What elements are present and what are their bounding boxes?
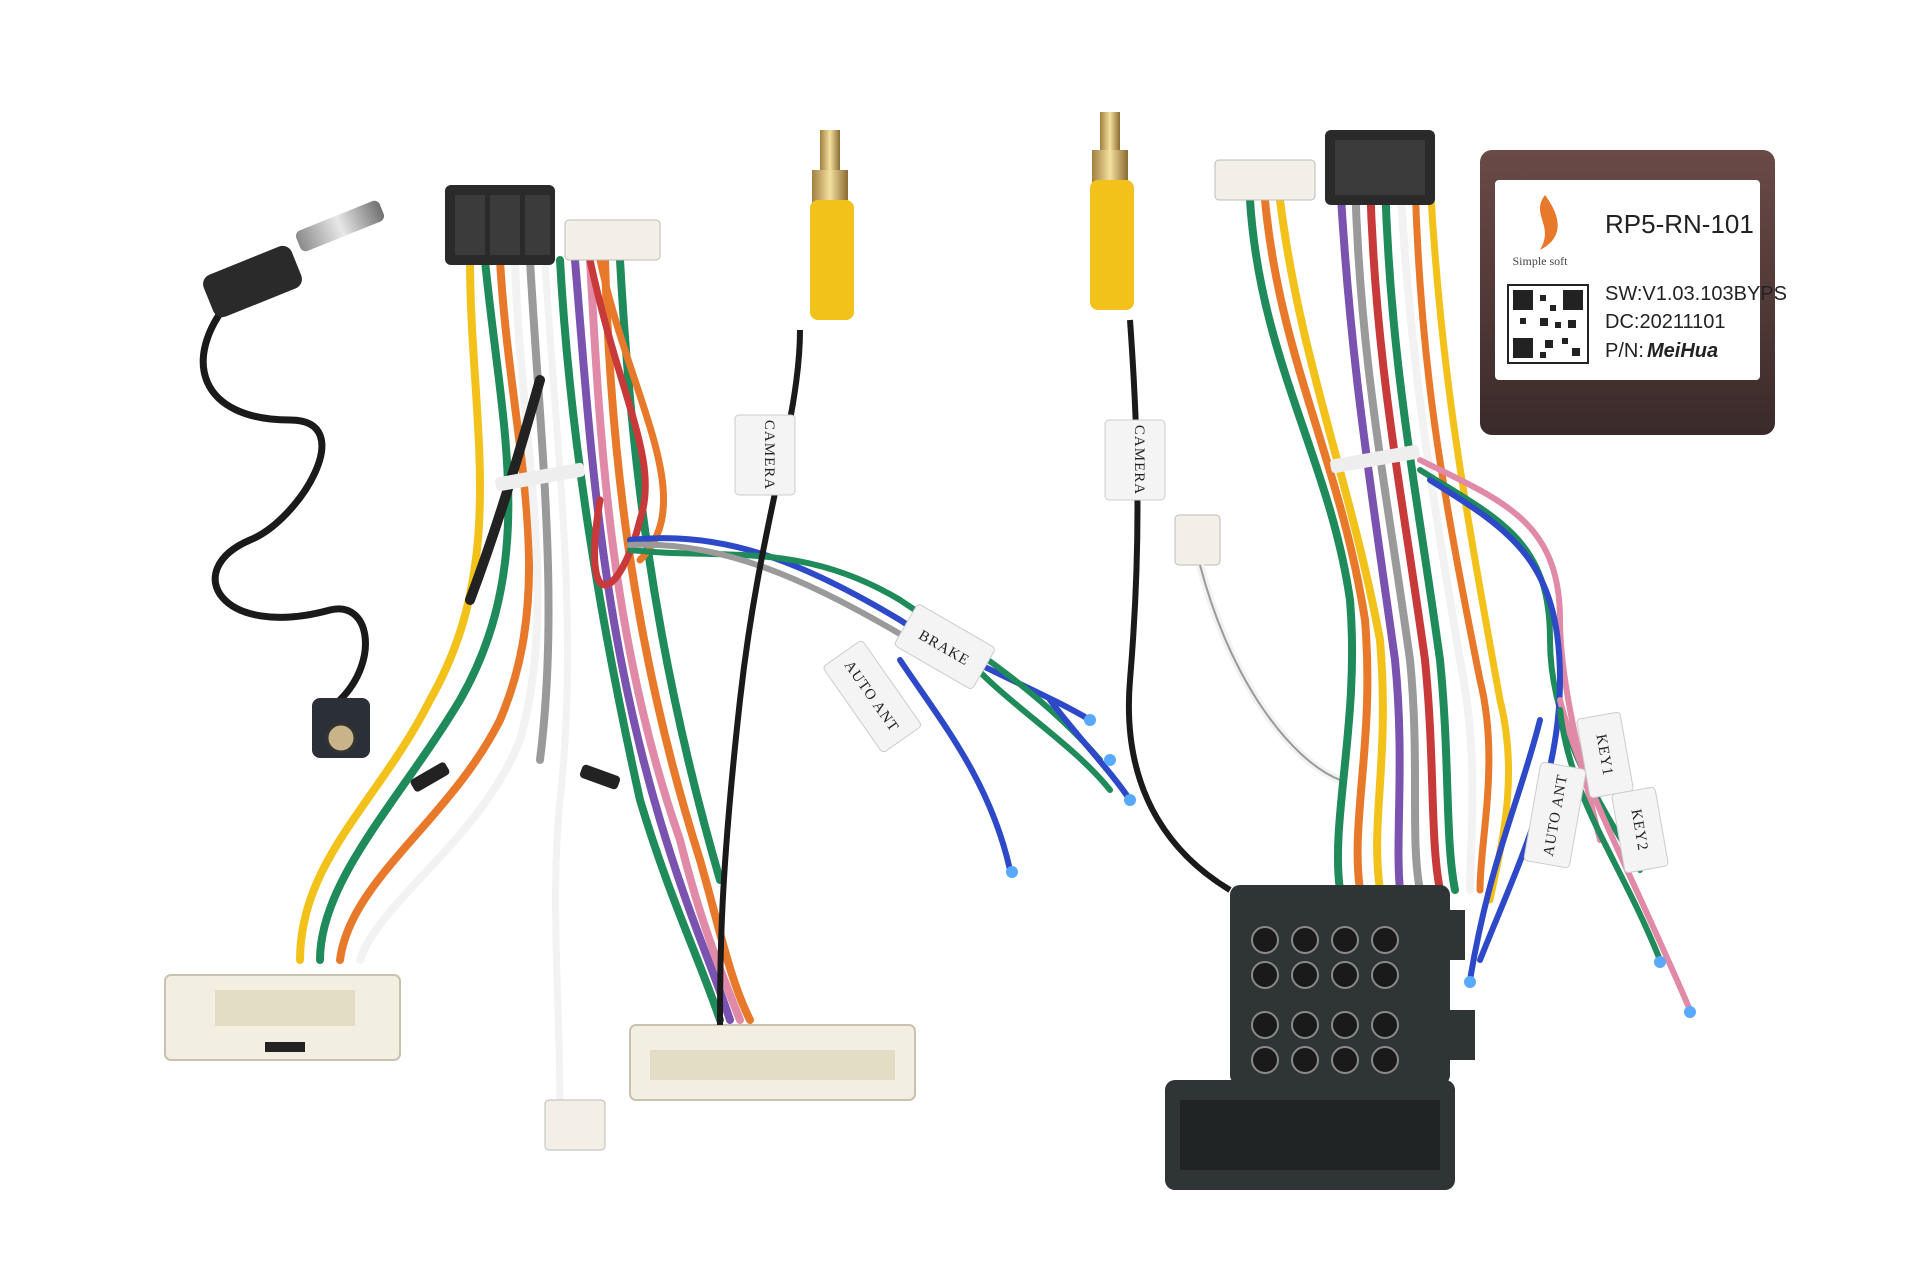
camera-tag-left-text: CAMERA [761, 420, 777, 490]
camera-rca-left: CAMERA [717, 130, 854, 1026]
module-sw-version: SW:V1.03.103BYPS [1605, 283, 1787, 305]
module-brand: Simple soft [1512, 254, 1568, 268]
left-harness-wires [296, 256, 754, 1114]
antenna-plug-tip [295, 200, 385, 252]
key2-tag-text: KEY2 [1627, 808, 1650, 852]
rca-yellow-body [810, 200, 854, 320]
brake-tag: BRAKE [894, 604, 995, 689]
module-pn-label: P/N: [1605, 340, 1644, 362]
left-top-connectors [445, 185, 661, 265]
small-white-plug-right [1174, 514, 1221, 566]
iso-connector [1165, 885, 1475, 1190]
antenna-cable [199, 296, 369, 714]
camera-tag-right [1104, 419, 1166, 501]
auto-ant-tag-left: AUTO ANT [823, 640, 921, 753]
qr-code-icon [1507, 284, 1589, 364]
antenna-adapter [199, 200, 385, 758]
cable-tie [579, 764, 621, 790]
left-bottom-connectors [164, 974, 916, 1151]
camera-tag-right-text: CAMERA [1131, 425, 1147, 495]
left-signal-leads [627, 535, 1136, 878]
auto-ant-tag-right: AUTO ANT [1523, 761, 1587, 869]
key2-tag: KEY2 [1611, 786, 1669, 874]
white-plug-right [1214, 159, 1316, 201]
antenna-plug-body [203, 245, 302, 318]
iso-pins-upper [1251, 926, 1399, 1074]
canbus-module: Simple soft RP5-RN-101 SW:V1.03.103BYPS … [1480, 150, 1787, 435]
flame-logo-icon [1540, 195, 1558, 250]
cable-tie [495, 462, 585, 492]
white-plug [564, 219, 661, 261]
module-date-code: DC:20211101 [1605, 311, 1725, 333]
cable-tie [410, 762, 450, 792]
rca-yellow-body [1090, 180, 1134, 310]
module-model: RP5-RN-101 [1605, 209, 1754, 239]
camera-rca-right: CAMERA [1090, 112, 1342, 893]
camera-tag-left [734, 414, 796, 496]
antenna-socket-hole [325, 722, 357, 754]
module-pn-brand: MeiHua [1647, 340, 1718, 362]
small-white-plug [544, 1099, 606, 1151]
cable-tie [1330, 444, 1420, 474]
right-top-connectors [1214, 130, 1435, 205]
key1-tag: KEY1 [1576, 711, 1634, 799]
right-harness-wires [1246, 176, 1696, 1018]
key1-tag-text: KEY1 [1592, 733, 1615, 777]
